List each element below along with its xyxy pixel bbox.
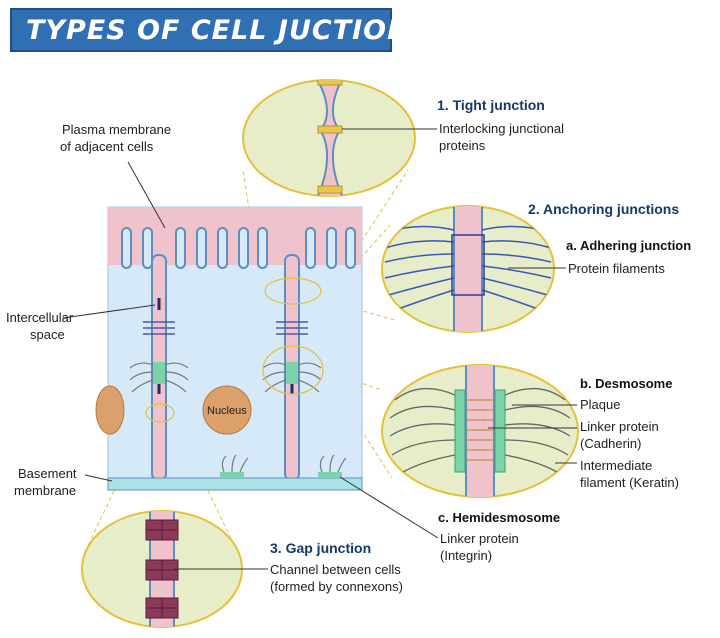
- adhering-junction-desc: Protein filaments: [568, 261, 665, 276]
- tight-junction-heading: 1. Tight junction: [437, 97, 545, 113]
- adhering-junction-heading: a. Adhering junction: [566, 238, 692, 253]
- plaque-label: Plaque: [580, 397, 621, 412]
- basement-label-1: Basement: [18, 466, 77, 481]
- diagram-title: TYPES OF CELL JUCTIONS: [26, 15, 432, 46]
- hemidesmosome-linker-1: Linker protein: [440, 531, 519, 546]
- tight-junction-desc-2: proteins: [439, 138, 486, 153]
- desmosome-heading: b. Desmosome: [580, 376, 673, 391]
- microvilli: [121, 227, 356, 269]
- nucleus-center: [202, 385, 252, 435]
- hemidesmosome-linker-2: (Integrin): [440, 548, 493, 563]
- hemidesmosome-left: [220, 454, 249, 477]
- selection-ellipses: [145, 277, 324, 423]
- title-banner: TYPES OF CELL JUCTIONS: [10, 8, 430, 52]
- gap-junction-heading: 3. Gap junction: [270, 540, 372, 556]
- gap-junction-desc-2: (formed by connexons): [270, 579, 403, 594]
- linker-cadherin-label-1: Linker protein: [580, 419, 659, 434]
- intercellular-label-2: space: [30, 327, 65, 342]
- intermediate-filament-label-2: filament (Keratin): [580, 475, 679, 490]
- hemidesmosome-right: [318, 454, 347, 477]
- basement-label-2: membrane: [14, 483, 77, 498]
- leader-lines: [62, 128, 577, 570]
- hemidesmosome-heading: c. Hemidesmosome: [438, 510, 561, 525]
- intercellular-label-1: Intercellular: [6, 310, 74, 325]
- adhering-junction-symbol-right: [276, 321, 308, 335]
- adhering-junction-symbol-left: [143, 321, 175, 335]
- desmosome-symbol-left: [129, 362, 189, 393]
- linker-cadherin-label-2: (Cadherin): [580, 436, 642, 451]
- intermediate-filament-label-1: Intermediate: [580, 458, 653, 473]
- tight-junction-desc-1: Interlocking junctional: [439, 121, 565, 136]
- tight-junction-callout: [242, 79, 416, 197]
- adhering-junction-callout: [381, 205, 555, 333]
- nucleus-left: [95, 385, 125, 435]
- basement-membrane-band: [107, 477, 363, 491]
- plasma-membrane-label-2: of adjacent cells: [60, 139, 154, 154]
- nucleus-label: Nucleus: [207, 405, 247, 417]
- desmosome-symbol-right: [262, 362, 322, 393]
- anchoring-junctions-heading: 2. Anchoring junctions: [528, 201, 680, 217]
- gap-junction-callout: [81, 510, 243, 628]
- plasma-membrane-label-1: Plasma membrane: [62, 122, 172, 137]
- tissue-block: [95, 206, 363, 491]
- gap-junction-desc-1: Channel between cells: [270, 562, 401, 577]
- desmosome-callout: [381, 364, 579, 498]
